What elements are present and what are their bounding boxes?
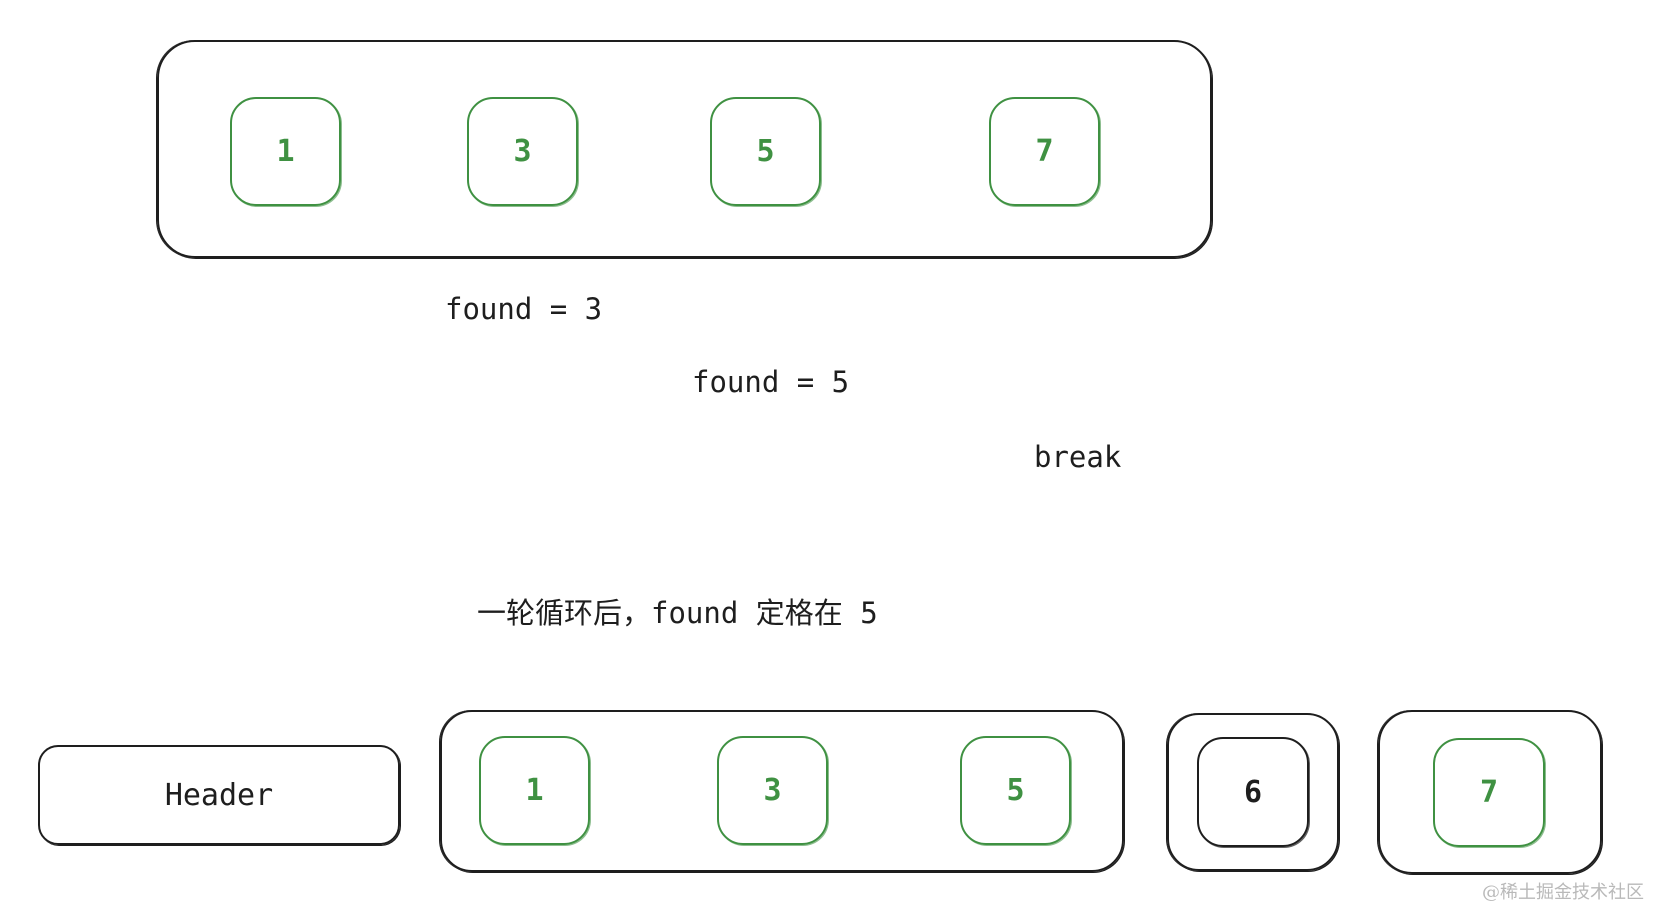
bottom-group-item-3: 3 <box>717 736 828 845</box>
step-found-5: found = 5 <box>692 365 850 399</box>
bottom-group-container <box>440 710 1124 872</box>
top-array-item-7: 7 <box>989 97 1100 206</box>
top-array-item-5: 5 <box>710 97 821 206</box>
new-item-6: 6 <box>1197 737 1309 847</box>
last-item-container <box>1378 710 1602 874</box>
watermark-text: @稀土掘金技术社区 <box>1482 882 1644 903</box>
step-break: break <box>1034 440 1122 474</box>
bottom-group-item-5: 5 <box>960 736 1071 845</box>
summary-text: 一轮循环后，found 定格在 5 <box>477 596 878 630</box>
last-item-7: 7 <box>1433 738 1545 847</box>
top-array-container <box>157 40 1212 258</box>
bottom-group-item-1: 1 <box>479 736 590 845</box>
new-item-container <box>1167 713 1339 871</box>
step-found-3: found = 3 <box>445 292 603 326</box>
top-array-item-1: 1 <box>230 97 341 206</box>
header-box: Header <box>38 745 400 845</box>
top-array-item-3: 3 <box>467 97 578 206</box>
